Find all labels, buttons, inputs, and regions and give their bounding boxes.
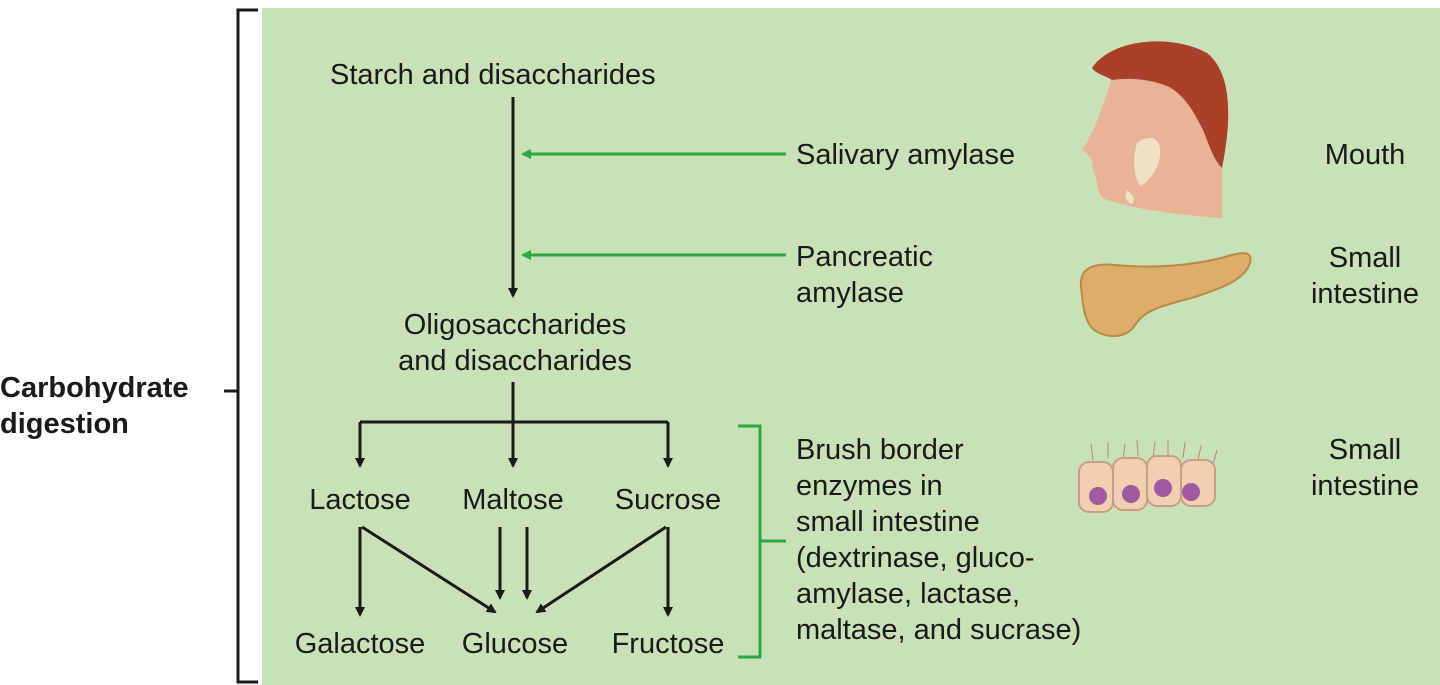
galactose-label: Galactose xyxy=(294,628,426,660)
site1-line2: intestine xyxy=(1310,278,1419,310)
salivary-amylase-label: Salivary amylase xyxy=(796,139,1016,171)
brush-line5: amylase, lactase, xyxy=(796,578,1021,610)
oligo-line1: Oligosaccharides xyxy=(403,309,627,341)
brush-line2: enzymes in xyxy=(796,470,943,502)
oligo-line2: and disaccharides xyxy=(398,345,632,377)
pancreas-icon xyxy=(1079,252,1252,337)
maltose-label: Maltose xyxy=(462,484,564,516)
head-profile-icon xyxy=(1082,41,1229,218)
brush-line6: maltase, and sucrase) xyxy=(796,614,1082,646)
fructose-label: Fructose xyxy=(611,628,725,660)
small-intestine-label-2: Small intestine xyxy=(1290,432,1440,504)
carbohydrate-digestion-label: Carbohydrate digestion xyxy=(0,370,189,442)
oligosaccharides-label: Oligosaccharides and disaccharides xyxy=(365,307,665,379)
outer-bracket xyxy=(224,8,258,684)
brush-border-label: Brush border enzymes in small intestine … xyxy=(796,432,1081,648)
small-intestine-label-1: Small intestine xyxy=(1290,240,1440,312)
mouth-label: Mouth xyxy=(1324,139,1406,171)
bracket-label-line2: digestion xyxy=(0,408,129,440)
bracket-label-line1: Carbohydrate xyxy=(0,372,189,404)
epithelial-cells-icon xyxy=(1078,440,1218,513)
brush-line1: Brush border xyxy=(796,434,964,466)
brush-line4: (dextrinase, gluco- xyxy=(796,542,1035,574)
starch-label: Starch and disaccharides xyxy=(330,59,656,91)
pancreatic-line1: Pancreatic xyxy=(796,241,934,273)
pancreatic-line2: amylase xyxy=(796,277,904,309)
brush-line3: small intestine xyxy=(796,506,980,538)
sucrose-label: Sucrose xyxy=(614,484,722,516)
site2-line1: Small xyxy=(1328,434,1402,466)
glucose-label: Glucose xyxy=(461,628,569,660)
site2-line2: intestine xyxy=(1310,470,1419,502)
site1-line1: Small xyxy=(1328,242,1402,274)
pancreatic-amylase-label: Pancreatic amylase xyxy=(796,239,933,311)
lactose-label: Lactose xyxy=(309,484,411,516)
